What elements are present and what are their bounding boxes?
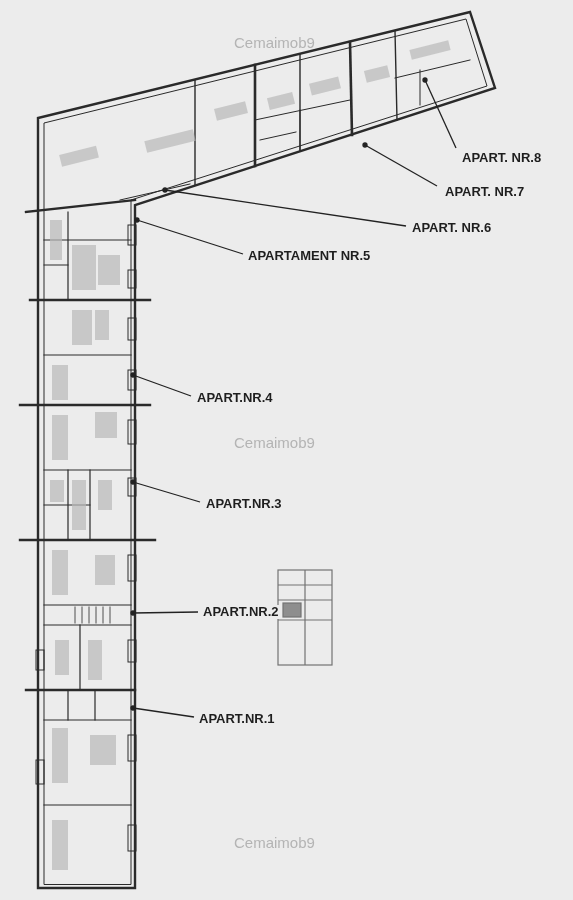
callout-label: APARTAMENT NR.5 [246, 249, 372, 264]
callout-label: APART.NR.1 [197, 712, 277, 727]
watermark: Cemaimob9 [232, 34, 317, 51]
callout-label: APART.NR.3 [204, 497, 284, 512]
callout-label: APART.NR.2 [201, 605, 281, 620]
callout-label: APART. NR.7 [443, 185, 526, 200]
callout-label: APART. NR.8 [460, 151, 543, 166]
watermark: Cemaimob9 [232, 834, 317, 851]
watermark: Cemaimob9 [232, 434, 317, 451]
callout-label: APART.NR.4 [195, 391, 275, 406]
callout-label: APART. NR.6 [410, 221, 493, 236]
